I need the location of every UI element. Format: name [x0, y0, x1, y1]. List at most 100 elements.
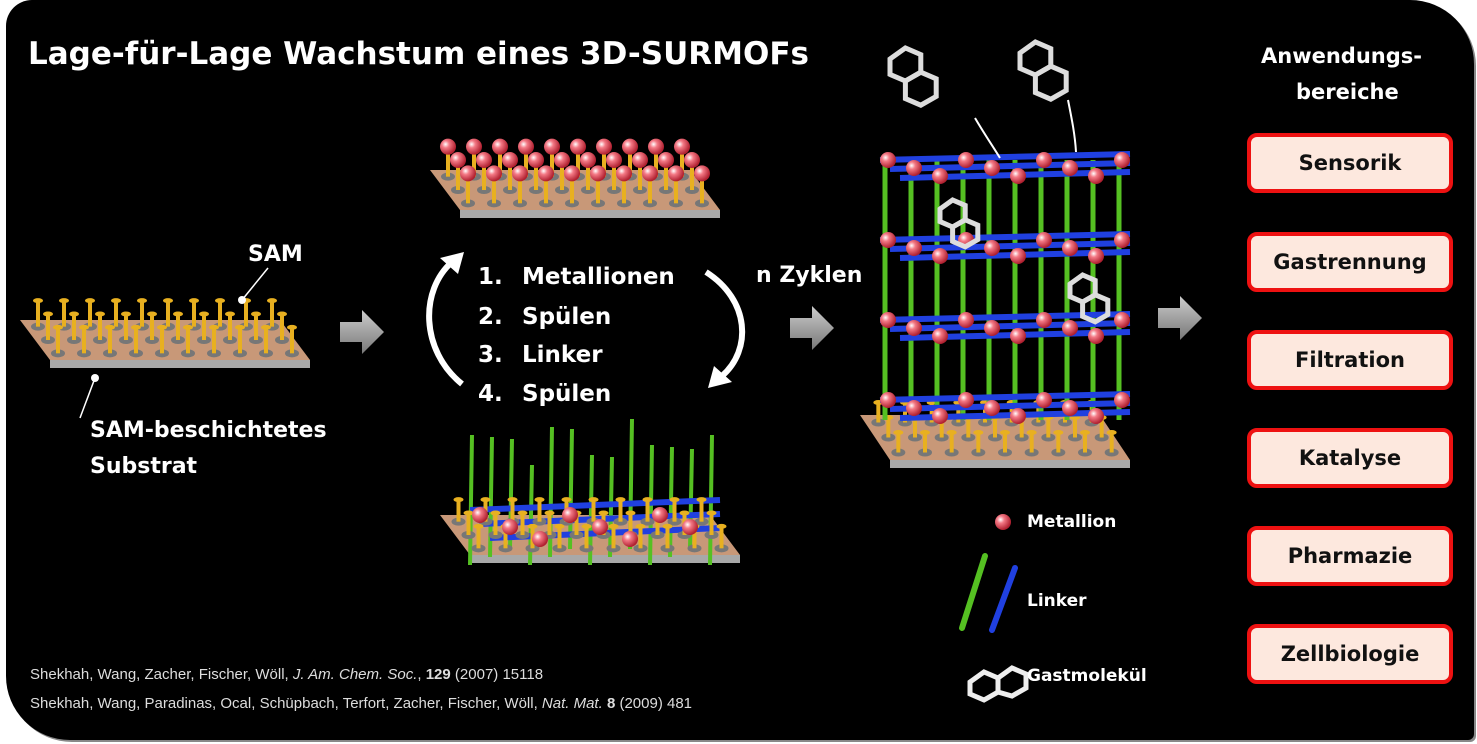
application-gastrennung: Gastrennung — [1247, 232, 1453, 292]
metal-ion — [1036, 392, 1052, 408]
sam-head — [261, 324, 271, 330]
metal-ion — [694, 165, 710, 182]
substrate-edge — [50, 360, 310, 368]
citation-volume: 8 — [606, 695, 616, 712]
sam-head — [147, 311, 157, 317]
application-katalyse: Katalyse — [1247, 428, 1453, 488]
cycle-arrowhead-icon — [440, 252, 464, 274]
guest-molecule-icon — [1032, 63, 1069, 102]
sam-head — [669, 497, 680, 503]
sam-head — [615, 497, 626, 503]
guest-molecule-legend-icon — [967, 665, 1029, 703]
sam-head — [544, 510, 555, 516]
sam-head — [1026, 430, 1037, 435]
metal-ion — [906, 240, 922, 256]
metal-ion — [1114, 152, 1130, 168]
sam-head — [33, 298, 43, 304]
metal-ion — [648, 138, 664, 155]
sam-pointer-line — [241, 267, 269, 301]
citation-journal: J. Am. Chem. Soc. — [292, 666, 418, 683]
application-filtration: Filtration — [1247, 330, 1453, 390]
step-label: Spülen — [522, 304, 612, 330]
sam-head — [1053, 430, 1064, 435]
sam-head — [920, 430, 930, 435]
sam-head — [69, 311, 79, 317]
metal-ion — [684, 152, 700, 168]
metal-ion — [642, 165, 658, 182]
metal-ion — [622, 531, 638, 547]
linker-layer-illustration — [440, 418, 740, 566]
applications-heading-line1: Anwendungs- — [1261, 44, 1422, 68]
metal-ion — [984, 160, 1000, 176]
linker-rod — [879, 311, 1131, 323]
sam-head — [893, 430, 904, 435]
linker-rod — [889, 240, 1131, 252]
citation-separator: , — [417, 666, 426, 683]
linker-rod — [879, 231, 1131, 243]
metal-ion — [880, 312, 896, 328]
linker-rod — [568, 428, 574, 550]
metal-ion — [518, 138, 534, 155]
metal-ion — [538, 165, 554, 182]
metal-ion — [1114, 312, 1130, 328]
substrate-edge — [890, 460, 1130, 468]
metal-ion — [958, 392, 974, 408]
sam-head — [534, 497, 545, 503]
metal-ion — [1010, 248, 1026, 264]
citation-1: Shekhah, Wang, Zacher, Fischer, Wöll, J.… — [30, 666, 543, 683]
metal-ion — [592, 519, 608, 535]
substrate-edge — [470, 555, 740, 563]
sam-head — [716, 523, 727, 529]
metal-ion — [472, 507, 488, 523]
metal-ion — [616, 165, 632, 182]
legend-metal-ion: Metallion — [1027, 512, 1117, 532]
step-label: Linker — [522, 342, 603, 368]
sam-head — [561, 497, 572, 503]
sam-head — [209, 324, 219, 330]
substrate-label-line2: Substrat — [90, 454, 198, 479]
guest-arrow-icon — [974, 117, 1001, 159]
metal-ion — [1010, 168, 1026, 184]
process-arrow-icon — [1158, 296, 1202, 340]
metal-ion — [682, 519, 698, 535]
legend-linker: Linker — [1027, 591, 1087, 611]
sam-head — [251, 311, 261, 317]
metal-ion — [932, 168, 948, 184]
application-zellbiologie: Zellbiologie — [1247, 624, 1453, 684]
substrate-edge — [460, 210, 720, 218]
metal-ion — [492, 138, 508, 155]
metal-ion — [932, 408, 948, 424]
sam-head — [507, 497, 518, 503]
metal-ion — [652, 507, 668, 523]
metal-ion — [466, 138, 482, 155]
cycle-arrow-right-icon — [704, 269, 746, 379]
sam-head — [517, 510, 528, 516]
sam-head — [581, 523, 592, 529]
metal-ion — [512, 165, 528, 182]
metal-ion — [1088, 248, 1104, 264]
sam-head — [277, 311, 287, 317]
metal-ion — [1062, 320, 1078, 336]
sam-head — [131, 324, 141, 330]
diagram-panel — [6, 0, 1474, 740]
metal-ion — [984, 400, 1000, 416]
metal-ion — [486, 165, 502, 182]
surmof-3d-illustration — [860, 151, 1131, 468]
metal-ion — [1088, 328, 1104, 344]
metal-ion — [622, 138, 638, 155]
sam-head — [267, 298, 277, 304]
step-number: 2. — [478, 304, 503, 330]
sam-head — [137, 298, 147, 304]
linker-rod — [889, 400, 1131, 412]
guest-arrow-icon — [1067, 99, 1077, 153]
sam-head — [463, 510, 474, 516]
sam-head — [1080, 430, 1090, 435]
cycle-arrow-left-icon — [426, 259, 464, 387]
citation-2: Shekhah, Wang, Paradinas, Ocal, Schüpbac… — [30, 695, 692, 712]
metal-ion — [502, 152, 518, 168]
sam-head — [642, 497, 653, 503]
step-number: 4. — [478, 381, 503, 407]
application-sensorik: Sensorik — [1247, 133, 1453, 193]
metal-ion — [528, 152, 544, 168]
